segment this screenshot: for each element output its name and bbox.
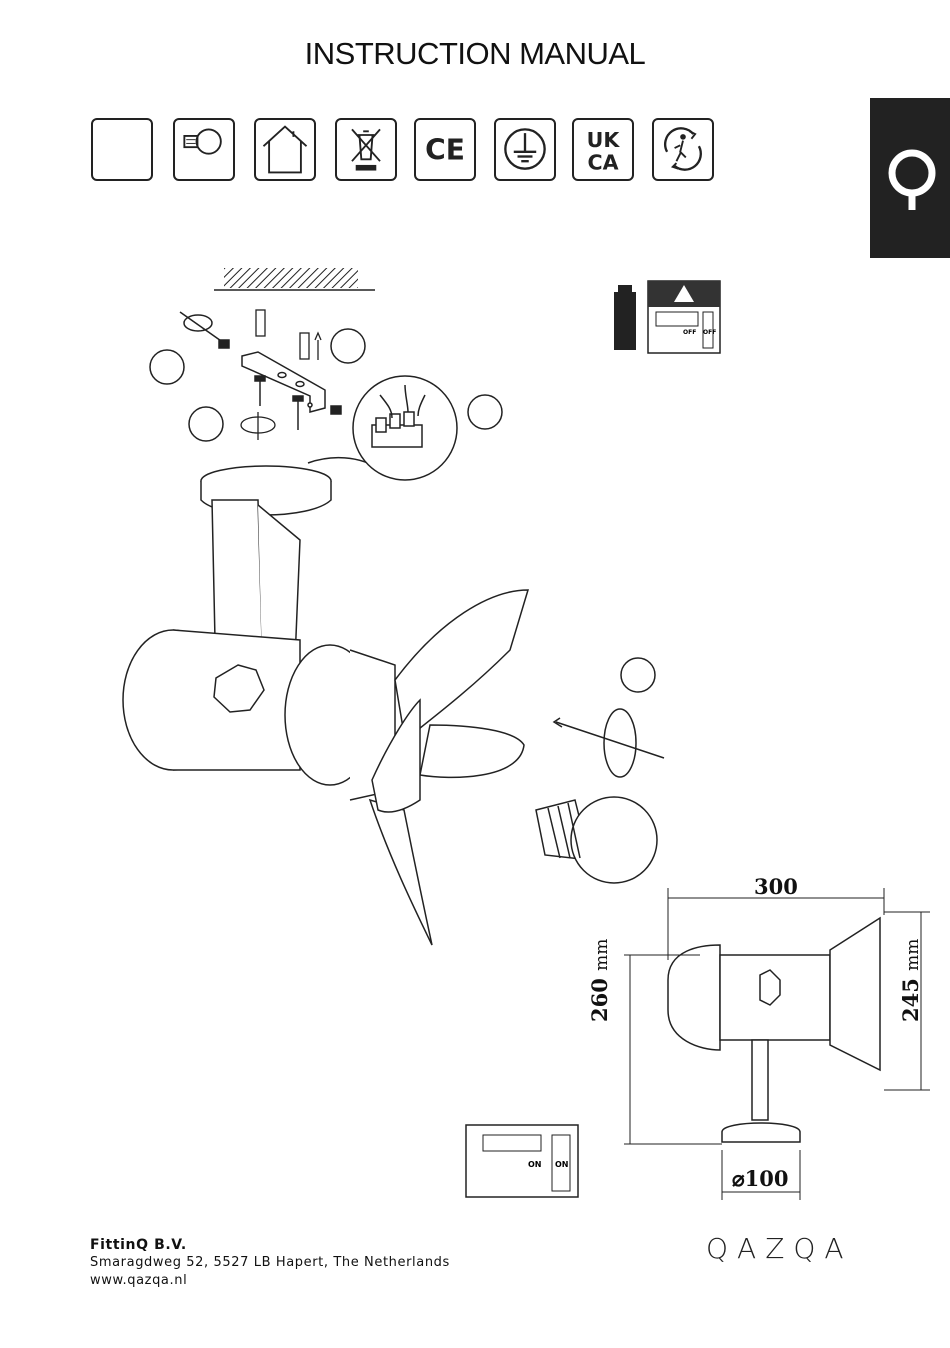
- switch-off-label: OFF: [683, 329, 696, 336]
- height-value: 260: [587, 978, 612, 1022]
- switch-on-panel: ON ON: [466, 1125, 578, 1197]
- ceiling-hatch: [214, 268, 375, 290]
- height-unit: mm: [592, 939, 612, 971]
- rotate-bulb-arrow: [554, 709, 664, 777]
- height-dimension: 260 mm: [587, 939, 612, 1022]
- company-name: FittinQ B.V.: [90, 1237, 187, 1253]
- company-website: www.qazqa.nl: [90, 1273, 187, 1288]
- head-dimension: 245 mm: [898, 939, 923, 1022]
- head-unit: mm: [903, 939, 923, 971]
- electrician-warning: OFF OFF: [614, 281, 720, 353]
- rotate-screw-icon: [180, 312, 229, 348]
- spotlight-lamp: [123, 466, 528, 945]
- wall-plugs: [256, 310, 321, 360]
- company-address: Smaragdweg 52, 5527 LB Hapert, The Nethe…: [90, 1255, 450, 1270]
- mounting-bracket: [242, 352, 325, 412]
- head-value: 245: [898, 978, 923, 1022]
- switch-on-label: ON: [528, 1160, 542, 1169]
- base-diameter: ⌀100: [732, 1166, 788, 1191]
- width-dimension: 300: [754, 874, 798, 899]
- brand-logo: QAZQA: [706, 1232, 853, 1265]
- switch-off-label-2: OFF: [703, 329, 716, 336]
- light-bulb: [536, 797, 657, 883]
- switch-on-label-2: ON: [555, 1160, 569, 1169]
- rotate-arrow-icon: [241, 412, 275, 440]
- wiring-detail: [308, 376, 457, 480]
- dimension-lines: [624, 888, 930, 1200]
- dimension-lamp: [668, 918, 880, 1142]
